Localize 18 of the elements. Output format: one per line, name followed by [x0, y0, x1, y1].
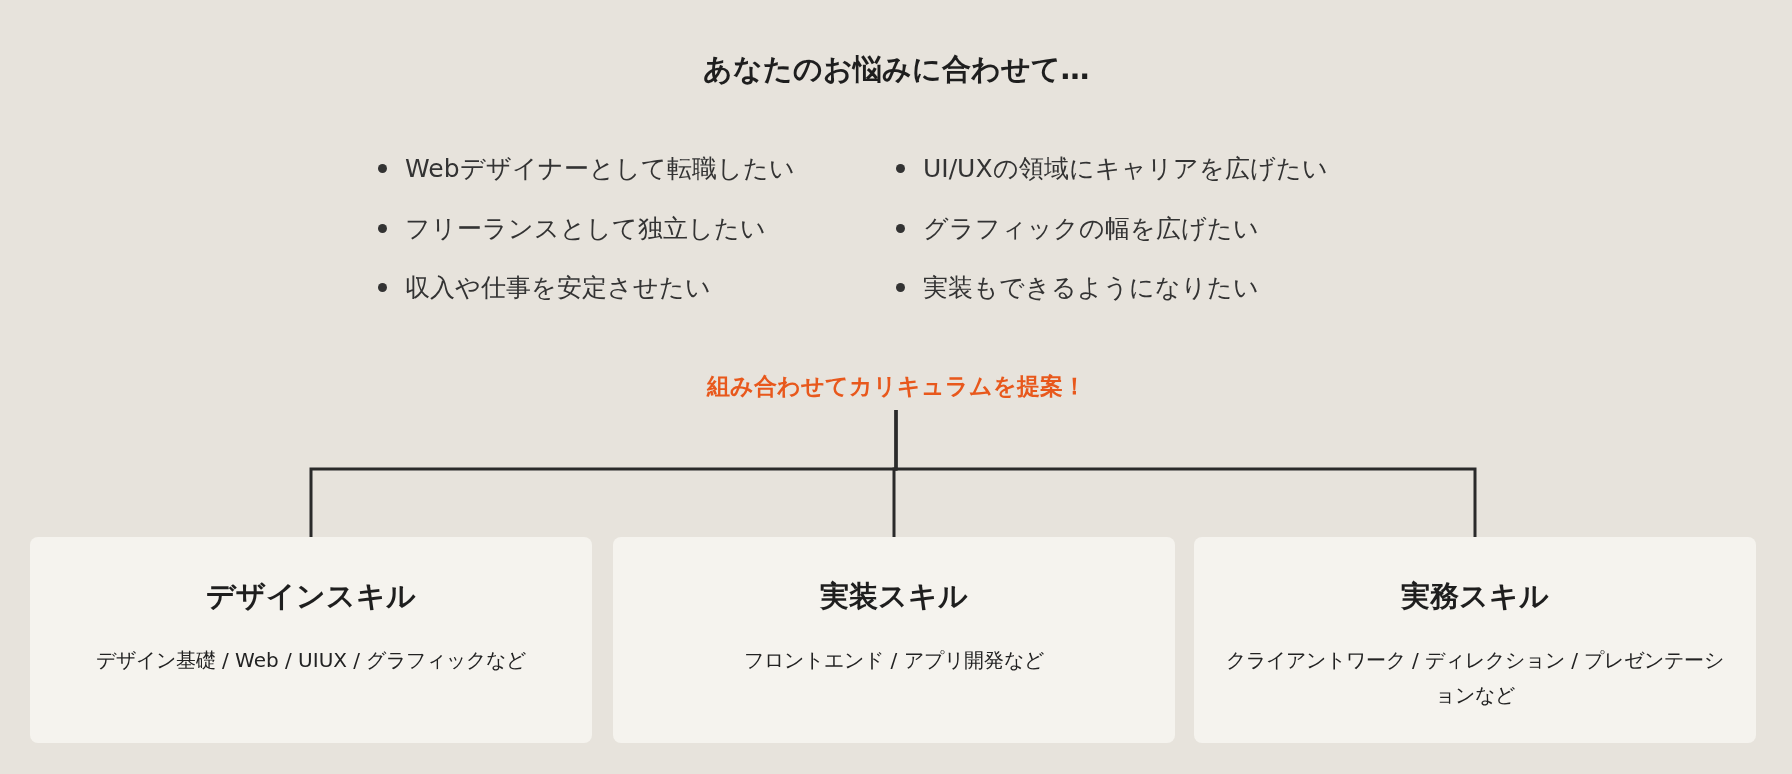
- skill-card: [30, 537, 592, 743]
- card-heading: 実務スキル: [1401, 578, 1549, 615]
- proposal-text: 組み合わせてカリキュラムを提案！: [596, 368, 1196, 404]
- bullet-text: UI/UXの領域にキャリアを広げたい: [923, 153, 1328, 185]
- bullet-text: 収入や仕事を安定させたい: [405, 272, 711, 304]
- card-heading: 実装スキル: [820, 578, 968, 615]
- card-description: フロントエンド / アプリ開発など: [744, 646, 1044, 674]
- card-heading: デザインスキル: [206, 578, 416, 615]
- bullet-text: フリーランスとして独立したい: [405, 212, 766, 245]
- bullet-text: 実装もできるようになりたい: [923, 272, 1259, 304]
- bullet-text: Webデザイナーとして転職したい: [405, 153, 795, 185]
- skill-card: [613, 537, 1175, 743]
- connector-line: [894, 410, 1477, 537]
- skill-card: [1194, 537, 1756, 743]
- bullet-text: グラフィックの幅を広げたい: [923, 212, 1259, 245]
- title: あなたのお悩みに合わせて…: [702, 51, 1090, 88]
- card-description: クライアントワーク / ディレクション / プレゼンテーションなど: [1224, 646, 1726, 709]
- card-description: デザイン基礎 / Web / UIUX / グラフィックなど: [95, 646, 527, 674]
